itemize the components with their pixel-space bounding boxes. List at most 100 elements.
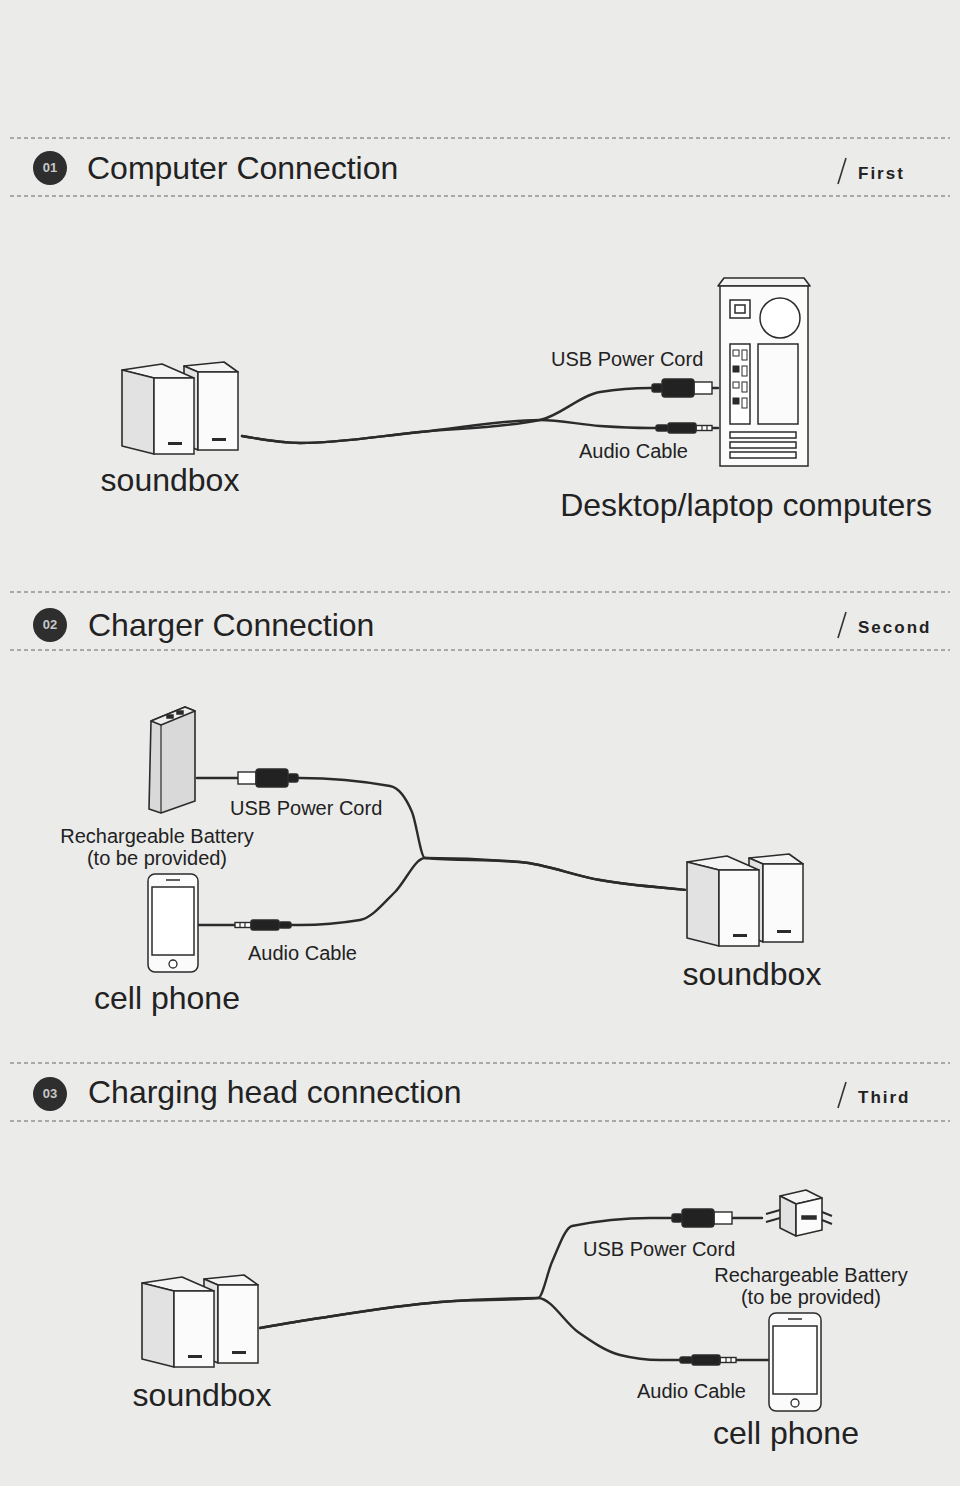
usb-plug [238, 769, 298, 787]
expansion-slot [730, 452, 796, 458]
phone-screen [152, 887, 194, 955]
section-number: 02 [43, 618, 57, 633]
brand-badge [168, 442, 182, 445]
icon-outline [685, 852, 805, 949]
fan [760, 298, 800, 338]
cabinet-side [142, 1283, 174, 1367]
device-label: Rechargeable Battery (to be provided) [46, 825, 268, 869]
port [733, 398, 739, 404]
number-badge [33, 1077, 67, 1111]
step-tag: Second [858, 618, 931, 638]
cable-label: Audio Cable [247, 942, 358, 965]
psu-socket [730, 300, 750, 318]
dashed-rule [10, 1120, 950, 1121]
home-button [791, 1399, 799, 1407]
earpiece [788, 1318, 802, 1320]
number-badge [33, 608, 67, 642]
port [742, 350, 747, 360]
cable [199, 858, 685, 925]
cable [197, 778, 685, 890]
dashed-rule [10, 195, 950, 196]
cabinet-front [218, 1285, 258, 1363]
brand-badge [188, 1355, 202, 1358]
cable [242, 388, 718, 443]
speaker-pair-icon: soundbox [120, 360, 242, 455]
icon-outline [768, 1312, 822, 1412]
cable-group [197, 388, 768, 1360]
port [733, 382, 739, 388]
cabinet-side [122, 370, 154, 454]
phone-icon: cell phone [147, 873, 199, 973]
io-panel [730, 344, 750, 424]
slash-mark [838, 1082, 846, 1108]
audio-plug [680, 1355, 736, 1365]
body-edge [160, 725, 161, 813]
charger-icon: Rechargeable Battery (to be provided) [762, 1188, 834, 1240]
cabinet-front [154, 378, 194, 454]
cabinet-front [174, 1291, 214, 1367]
usb-plug-body [682, 1209, 714, 1227]
usb-plug-body [662, 379, 694, 397]
brand-badge [212, 438, 226, 441]
cable-label: USB Power Cord [550, 348, 704, 371]
expansion-slot [730, 442, 796, 448]
speaker-pair-icon: soundbox [685, 852, 805, 949]
icon-outline [762, 1188, 834, 1240]
brand-badge [232, 1351, 246, 1354]
device-label: cell phone [94, 981, 240, 1016]
cabinet-front [719, 870, 759, 946]
audio-pin [720, 1358, 736, 1363]
section-number: 01 [43, 161, 57, 176]
speaker-pair-icon: soundbox [140, 1273, 260, 1370]
cable [260, 1218, 762, 1328]
strain-relief [656, 425, 668, 431]
cable-label: USB Power Cord [582, 1238, 736, 1261]
audio-plug-body [251, 920, 279, 930]
cable-label: USB Power Cord [229, 797, 383, 820]
dashed-rule [10, 591, 950, 592]
port [742, 398, 747, 408]
dashed-rule [10, 1062, 950, 1063]
strain-relief [652, 384, 662, 392]
slash-mark [838, 612, 846, 638]
usb-metal-tip [694, 382, 712, 394]
audio-pin [235, 923, 251, 928]
device-label: cell phone [713, 1416, 859, 1451]
slash-mark [838, 158, 846, 184]
audio-plug-body [668, 423, 696, 433]
phone-icon: cell phone [768, 1312, 822, 1412]
case-body [720, 286, 808, 466]
strain-relief [672, 1214, 682, 1222]
strain-relief [279, 922, 291, 928]
power-bank-body [149, 707, 195, 813]
strain-relief [288, 774, 298, 782]
brand-badge [802, 1216, 816, 1219]
section-heading: Charging head connection [88, 1074, 462, 1111]
computer-tower-icon: Desktop/laptop computers [718, 278, 810, 470]
pin-ring [726, 1357, 731, 1363]
port [733, 366, 739, 372]
audio-plug-body [692, 1355, 720, 1365]
section-heading: Computer Connection [87, 150, 398, 187]
cabinet-front [763, 864, 803, 942]
charger-side [780, 1196, 796, 1236]
phone-body [769, 1313, 821, 1411]
icon-outline [147, 873, 199, 973]
section-heading: Charger Connection [88, 607, 374, 644]
dashed-rule [10, 137, 950, 138]
expansion-slot [730, 432, 796, 438]
device-label: Rechargeable Battery (to be provided) [700, 1264, 922, 1308]
usb-plug-body [256, 769, 288, 787]
usb-plug [672, 1209, 732, 1227]
device-label: Desktop/laptop computers [560, 488, 932, 523]
audio-plug [656, 423, 712, 433]
step-tag: First [858, 164, 905, 184]
plug-group [235, 379, 736, 1365]
brand-badge [733, 934, 747, 937]
device-label: soundbox [683, 957, 822, 992]
charger-prong [766, 1210, 832, 1224]
port [733, 350, 739, 356]
power-bank-icon: Rechargeable Battery (to be provided) [145, 705, 197, 815]
